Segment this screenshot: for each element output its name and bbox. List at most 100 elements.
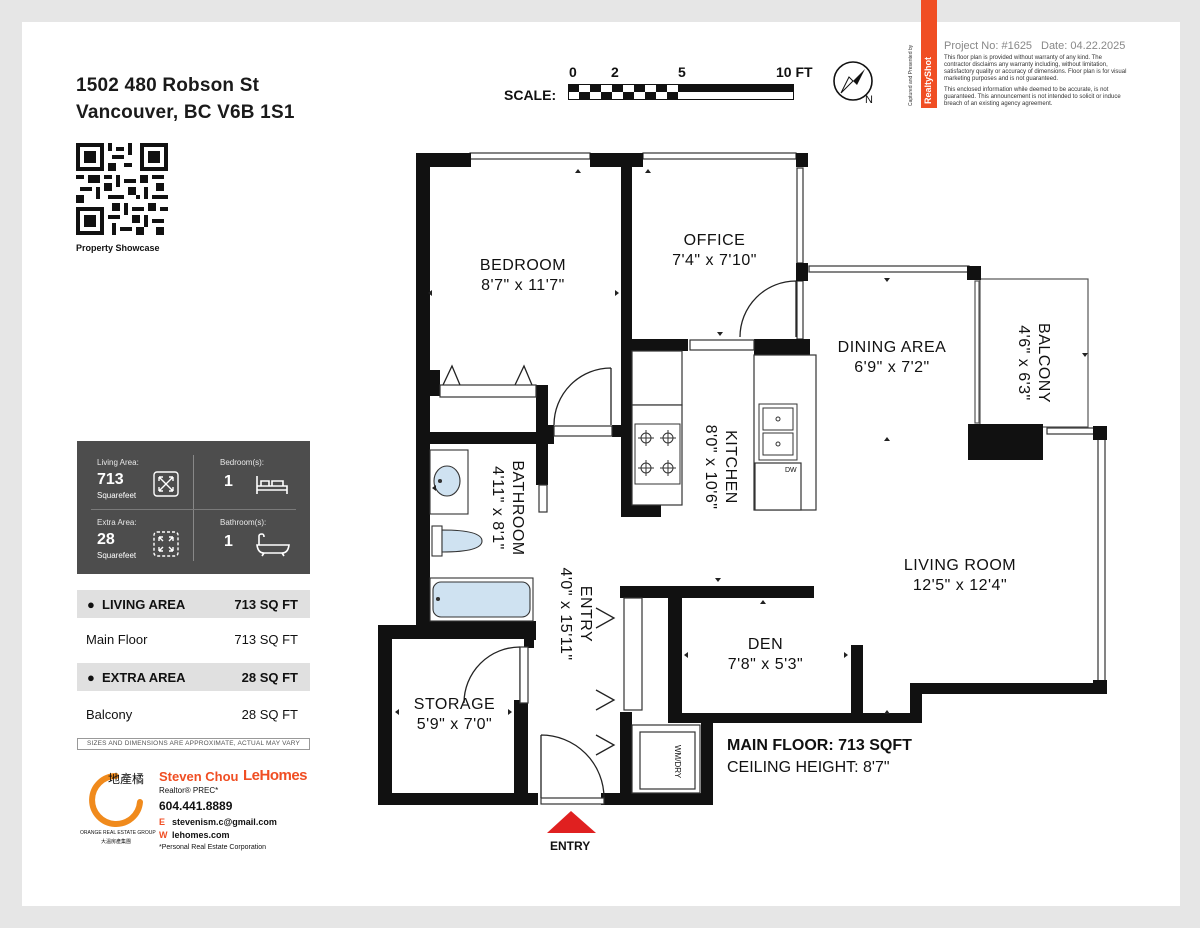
email-prefix: E (159, 817, 166, 827)
brand-logo: LeHomes (243, 767, 308, 784)
washer-dryer-label: WM/DRY (673, 745, 682, 779)
dining-name: DINING AREA (837, 339, 947, 356)
bathrooms-value: 1 (224, 533, 233, 550)
den-label: DEN 7'8" x 5'3" (703, 635, 828, 675)
realtyshot-strip: RealtyShot (921, 0, 937, 108)
bedrooms-value: 1 (224, 473, 233, 490)
dining-dim: 6'9" x 7'2" (854, 359, 930, 376)
kitchen-label: KITCHEN 8'0" x 10'6" (700, 402, 740, 532)
bedroom-dim: 8'7" x 11'7" (481, 277, 565, 294)
north-label: N (865, 94, 873, 106)
entry-arrow-icon (547, 811, 596, 833)
stats-panel: Living Area: 713 Squarefeet Bedroom(s): … (77, 441, 310, 574)
area-corners-icon (153, 531, 179, 557)
bed-icon (256, 476, 288, 494)
scale-tick-10: 10 FT (776, 64, 813, 80)
entry-marker-label: ENTRY (550, 839, 591, 853)
living-area-row: ● LIVING AREA 713 SQ FT (77, 590, 310, 618)
main-floor-value: 713 SQ FT (234, 632, 298, 647)
stove-icon (634, 423, 681, 485)
living-area-value: 713 (97, 471, 124, 488)
main-floor-row: Main Floor 713 SQ FT (77, 625, 310, 653)
kitchen-name: KITCHEN (722, 430, 739, 504)
main-floor-label: Main Floor (86, 632, 148, 647)
agent-email[interactable]: stevenism.c@gmail.com (172, 817, 277, 827)
area-expand-icon (153, 471, 179, 497)
bathtub-icon (256, 533, 290, 557)
bedroom-label: BEDROOM 8'7" x 11'7" (458, 256, 588, 296)
entry-label: ENTRY 4'0" x 15'11" (555, 549, 595, 679)
living-area-total: 713 SQ FT (234, 597, 298, 612)
project-date: Date: 04.22.2025 (1041, 40, 1126, 52)
walls (378, 153, 1107, 805)
den-dim: 7'8" x 5'3" (727, 656, 804, 673)
balcony-dim: 4'6" x 6'3" (1015, 325, 1032, 401)
storage-name: STORAGE (413, 696, 496, 713)
stats-divider-v (193, 455, 194, 561)
living-area-header: LIVING AREA (102, 597, 186, 612)
extra-area-label: Extra Area: (97, 518, 137, 527)
agent-title: Realtor® PREC* (159, 786, 219, 795)
disclaimer-1: This floor plan is provided without warr… (944, 55, 1127, 82)
den-name: DEN (747, 636, 784, 653)
agent-website[interactable]: lehomes.com (172, 830, 230, 840)
bullet-icon: ● (87, 597, 95, 612)
living-dim: 12'5" x 12'4" (912, 577, 1008, 594)
bedrooms-label: Bedroom(s): (220, 458, 265, 467)
scale-title: SCALE: (504, 87, 557, 103)
agency-logo: 地產橘 ORANGE REAL ESTATE GROUP 大溫房產集團 (80, 768, 156, 848)
entry-dim: 4'0" x 15'11" (557, 567, 574, 661)
office-label: OFFICE 7'4" x 7'10" (652, 231, 777, 271)
scale-tick-2: 2 (611, 64, 619, 80)
extra-area-total: 28 SQ FT (241, 670, 298, 685)
entry-name: ENTRY (577, 585, 594, 643)
balcony-name: BALCONY (1035, 323, 1052, 403)
address-line2: Vancouver, BC V6B 1S1 (76, 102, 295, 123)
scale-tick-0: 0 (569, 64, 577, 80)
office-dim: 7'4" x 7'10" (672, 252, 757, 269)
sizes-note: SIZES AND DIMENSIONS ARE APPROXIMATE, AC… (77, 738, 310, 750)
office-name: OFFICE (683, 232, 746, 249)
qr-code-icon[interactable] (76, 143, 168, 235)
web-prefix: W (159, 830, 168, 840)
bedroom-name: BEDROOM (479, 257, 567, 274)
scale-bar (568, 84, 794, 100)
qr-caption: Property Showcase (76, 243, 160, 253)
logo-char-1: 地產橘 (108, 772, 145, 786)
storage-dim: 5'9" x 7'0" (416, 716, 493, 733)
disclaimer-2: This enclosed information while deemed t… (944, 87, 1121, 107)
storage-label: STORAGE 5'9" x 7'0" (392, 695, 517, 735)
agent-phone[interactable]: 604.441.8889 (159, 799, 233, 813)
stats-divider-h (91, 509, 296, 510)
extra-area-value: 28 (97, 531, 115, 548)
project-number: Project No: #1625 (944, 40, 1033, 52)
extra-area-unit: Squarefeet (97, 551, 137, 560)
living-room-label: LIVING ROOM 12'5" x 12'4" (880, 556, 1040, 596)
bathroom-fixtures (429, 449, 534, 622)
group-name-cn: 大溫房產集團 (100, 839, 131, 845)
north-arrow-icon (833, 61, 873, 101)
kitchen-dim: 8'0" x 10'6" (702, 424, 719, 510)
agent-name: Steven Chou (159, 769, 239, 784)
extra-area-header: EXTRA AREA (102, 670, 186, 685)
group-name: ORANGE REAL ESTATE GROUP (80, 830, 156, 836)
living-area-unit: Squarefeet (97, 491, 137, 500)
living-name: LIVING ROOM (903, 557, 1017, 574)
ceiling-height: CEILING HEIGHT: 8'7" (727, 759, 890, 776)
balcony-label: BALCONY 4'6" x 6'3" (1013, 298, 1053, 428)
living-area-label: Living Area: (97, 458, 139, 467)
main-floor-total: MAIN FLOOR: 713 SQFT (727, 737, 912, 754)
kitchen-sink-icon (758, 403, 798, 461)
extra-area-row: ● EXTRA AREA 28 SQ FT (77, 663, 310, 691)
bathrooms-label: Bathroom(s): (220, 518, 267, 527)
bathroom-name: BATHROOM (509, 460, 526, 556)
dining-label: DINING AREA 6'9" x 7'2" (822, 338, 962, 378)
dishwasher-label: DW (785, 467, 797, 474)
balcony-row: Balcony 28 SQ FT (77, 700, 310, 728)
balcony-value: 28 SQ FT (241, 707, 298, 722)
prec-note: *Personal Real Estate Corporation (159, 844, 267, 851)
bathroom-label: BATHROOM 4'11" x 8'1" (487, 443, 527, 573)
orange-logo-icon (89, 773, 143, 827)
doors (442, 280, 797, 799)
